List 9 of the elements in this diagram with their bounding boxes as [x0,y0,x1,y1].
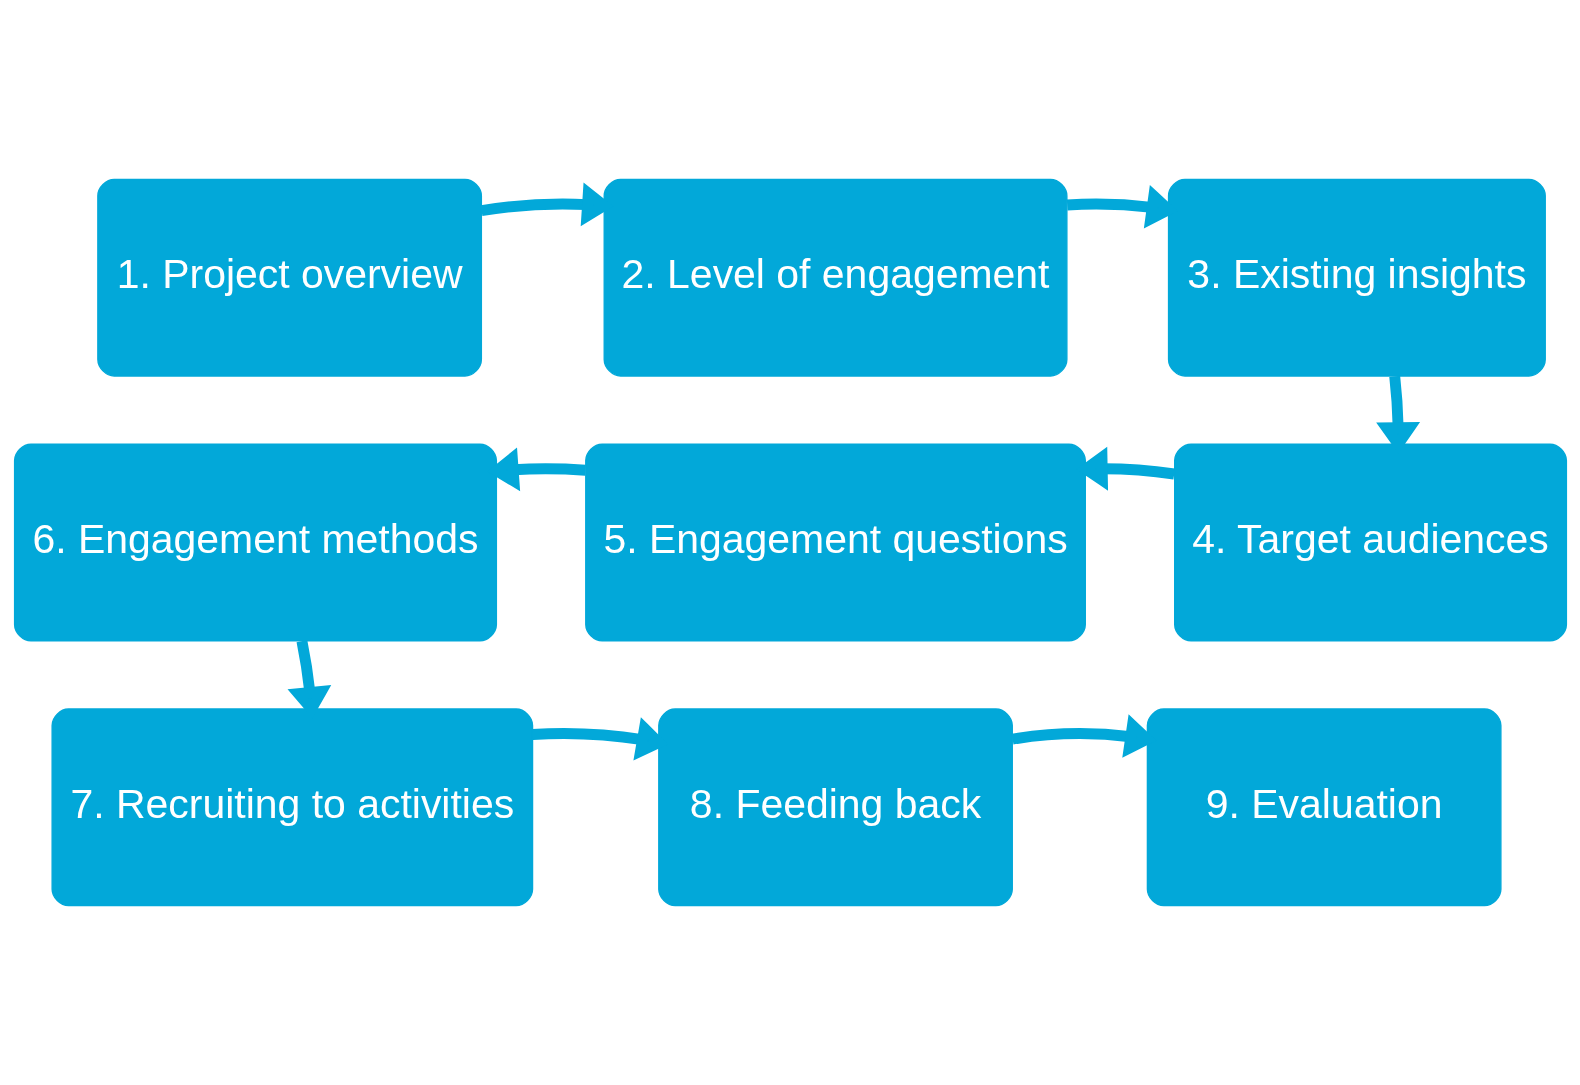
node-box: 3. Existing insights [1167,178,1546,377]
node-box: 8. Feeding back [657,708,1013,907]
node-box: 5. Engagement questions [584,443,1086,642]
node-box: 4. Target audiences [1173,443,1567,642]
node-box: 7. Recruiting to activities [50,708,533,907]
node-box: 6. Engagement methods [13,443,497,642]
node-box: 1. Project overview [96,178,482,377]
node-box: 9. Evaluation [1146,708,1502,907]
node-box: 2. Level of engagement [603,178,1068,377]
